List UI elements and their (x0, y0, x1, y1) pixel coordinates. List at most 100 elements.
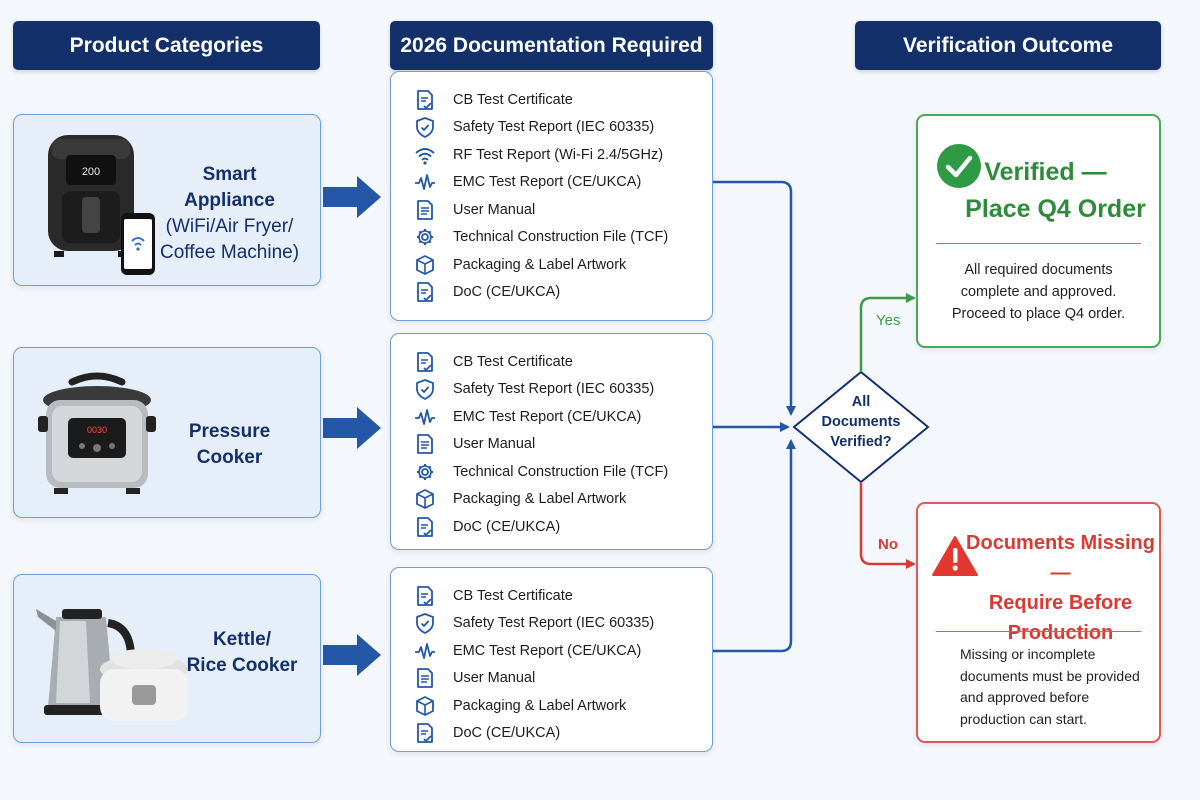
kettle-rice-cooker-label: Kettle/ Rice Cooker (182, 627, 302, 679)
doc-label: Safety Test Report (IEC 60335) (453, 615, 655, 632)
doc-list-item: RF Test Report (Wi-Fi 2.4/5GHz) (413, 141, 702, 169)
doc-label: CB Test Certificate (453, 587, 573, 604)
doc-label: EMC Test Report (CE/UKCA) (453, 642, 642, 659)
documentation-header: 2026 Documentation Required (390, 21, 713, 70)
doc-list-item: User Manual (413, 431, 702, 459)
decision-line-1: All (851, 394, 871, 410)
verified-title: Verified — Place Q4 Order (918, 154, 1159, 228)
doc-label: DoC (CE/UKCA) (453, 725, 561, 742)
box-icon (416, 695, 434, 716)
pressure-cooker-image: 0030 (38, 372, 156, 494)
doc-label: Packaging & Label Artwork (453, 697, 627, 714)
doc-list-item: EMC Test Report (CE/UKCA) (413, 637, 702, 665)
document-check-icon (417, 585, 433, 606)
verified-title-line-1: Verified — (984, 158, 1107, 186)
document-check-icon (417, 516, 433, 537)
smart-appliance-detail-2: Coffee Machine) (159, 242, 300, 263)
smart-appliance-name: Smart Appliance (184, 164, 275, 211)
document-check-icon (417, 89, 433, 110)
box-icon (416, 254, 434, 275)
doc-list-item: CB Test Certificate (413, 582, 702, 610)
doc-list-item: Safety Test Report (IEC 60335) (413, 376, 702, 404)
missing-body-line-2: documents must be provided (960, 667, 1140, 684)
waveform-icon (415, 408, 435, 425)
doc-list-item: EMC Test Report (CE/UKCA) (413, 403, 702, 431)
no-connector (859, 482, 916, 569)
doc-list-item: User Manual (413, 196, 702, 224)
gear-icon (417, 229, 433, 246)
document-icon (417, 199, 433, 220)
verified-body-line-3: Proceed to place Q4 order. (951, 306, 1126, 322)
outcome-header: Verification Outcome (855, 21, 1161, 70)
smart-appliance-detail-1: (WiFi/Air Fryer/ (165, 216, 294, 237)
block-arrow-2 (323, 407, 381, 449)
doc-label: Packaging & Label Artwork (453, 491, 627, 508)
product-card-kettle-rice-cooker: Kettle/ Rice Cooker (13, 574, 321, 743)
pressure-cooker-label: Pressure Cooker (157, 419, 302, 471)
doc-label: Technical Construction File (TCF) (453, 463, 669, 480)
connector-group-1 (713, 180, 796, 416)
doc-label: Technical Construction File (TCF) (453, 229, 669, 246)
decision-question: All Documents Verified? (806, 392, 916, 452)
shield-check-icon (416, 379, 434, 401)
missing-title: Documents Missing — Require Before Produ… (918, 528, 1159, 648)
doc-label: Safety Test Report (IEC 60335) (453, 119, 655, 136)
document-check-icon (417, 351, 433, 372)
outcome-title: Verification Outcome (902, 33, 1114, 57)
product-card-pressure-cooker: 0030 Pressure Cooker (13, 347, 321, 518)
document-check-icon (417, 282, 433, 303)
shield-check-icon (416, 613, 434, 635)
missing-divider (936, 631, 1141, 632)
warning-triangle-icon (932, 536, 978, 576)
check-circle-icon (937, 144, 981, 188)
missing-title-line-3: Production (1007, 622, 1114, 644)
doc-label: Packaging & Label Artwork (453, 256, 627, 273)
pressure-cooker-display: 0030 (87, 425, 107, 435)
verified-body-line-1: All required documents (964, 262, 1113, 278)
box-icon (416, 489, 434, 510)
verified-divider (936, 243, 1141, 244)
doc-label: User Manual (453, 670, 536, 687)
product-categories-title: Product Categories (69, 33, 264, 57)
doc-list-item: CB Test Certificate (413, 86, 702, 114)
doc-label: User Manual (453, 436, 536, 453)
doc-label: EMC Test Report (CE/UKCA) (453, 408, 642, 425)
pressure-cooker-name: Pressure Cooker (188, 421, 271, 468)
doc-list-item: CB Test Certificate (413, 348, 702, 376)
doc-label: User Manual (453, 201, 536, 218)
doc-list-item: Technical Construction File (TCF) (413, 224, 702, 252)
kettle-name-line-2: Rice Cooker (186, 655, 298, 676)
waveform-icon (415, 642, 435, 659)
document-icon (417, 434, 433, 455)
missing-body-line-1: Missing or incomplete (960, 646, 1096, 662)
doc-list-item: Technical Construction File (TCF) (413, 458, 702, 486)
doc-list-item: EMC Test Report (CE/UKCA) (413, 169, 702, 197)
air-fryer-display: 200 (82, 166, 100, 178)
decision-line-2: Documents (821, 414, 901, 430)
document-check-icon (417, 723, 433, 744)
missing-body-line-4: production can start. (960, 710, 1087, 727)
air-fryer-image: 200 (48, 135, 155, 275)
doc-list-item: Safety Test Report (IEC 60335) (413, 114, 702, 142)
doc-list-item: Packaging & Label Artwork (413, 486, 702, 514)
doc-list-item: Packaging & Label Artwork (413, 251, 702, 279)
doc-list-item: DoC (CE/UKCA) (413, 513, 702, 541)
doc-list-item: User Manual (413, 665, 702, 693)
product-card-smart-appliance: 200 Smart Appliance (WiFi/Air Fryer/ Cof… (13, 114, 321, 286)
smart-appliance-label: Smart Appliance (WiFi/Air Fryer/ Coffee … (157, 162, 302, 266)
doc-label: DoC (CE/UKCA) (453, 284, 561, 301)
doc-label: DoC (CE/UKCA) (453, 518, 561, 535)
waveform-icon (415, 174, 435, 191)
kettle-rice-cooker-image (36, 609, 188, 721)
missing-body: Missing or incomplete documents must be … (960, 644, 1159, 730)
document-icon (417, 668, 433, 689)
no-label: No (878, 536, 898, 553)
doc-list-item: DoC (CE/UKCA) (413, 720, 702, 748)
verified-title-line-2: Place Q4 Order (965, 195, 1146, 223)
yes-connector (859, 293, 916, 372)
